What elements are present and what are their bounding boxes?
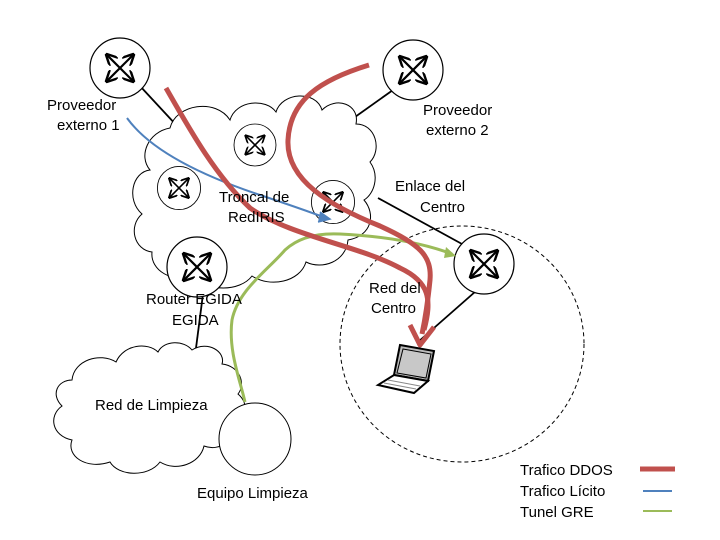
label-proveedor2-l2: externo 2 <box>426 122 489 139</box>
trafico-ddos-path-1 <box>163 86 431 331</box>
legend-label-licito: Trafico Lícito <box>520 483 605 500</box>
tunel-gre-arrow <box>444 247 456 258</box>
legend-label-gre: Tunel GRE <box>520 504 594 521</box>
label-router-egida-l1: Router EGIDA <box>146 291 242 308</box>
label-router-egida-l2: EGIDA <box>172 312 219 329</box>
label-enlace-l2: Centro <box>420 199 465 216</box>
legend: Trafico DDOS Trafico Lícito Tunel GRE <box>520 462 675 521</box>
trafico-licito-arrow <box>317 211 332 223</box>
link-egida-limpieza <box>195 293 204 349</box>
label-proveedor2-l1: Proveedor <box>423 102 492 119</box>
router-proveedor1 <box>90 38 150 98</box>
router-troncal-left <box>157 166 200 209</box>
label-troncal-l1: Troncal de <box>219 189 289 206</box>
red-centro-region <box>339 225 585 463</box>
equipo-limpieza-node <box>218 402 292 476</box>
label-red-limpieza: Red de Limpieza <box>95 397 208 414</box>
label-equipo-limpieza: Equipo Limpieza <box>197 485 309 502</box>
laptop-icon <box>375 343 436 395</box>
router-centro <box>454 234 514 294</box>
link-enlace-centro <box>377 197 463 245</box>
tunel-gre-path <box>229 232 453 403</box>
router-troncal-top <box>234 124 276 166</box>
router-egida <box>167 237 227 297</box>
label-troncal-l2: RedIRIS <box>228 209 285 226</box>
label-proveedor1-l2: externo 1 <box>57 117 120 134</box>
label-red-centro-l2: Centro <box>371 300 416 317</box>
legend-label-ddos: Trafico DDOS <box>520 462 613 479</box>
link-proveedor1 <box>139 85 179 128</box>
label-proveedor1-l1: Proveedor <box>47 97 116 114</box>
label-enlace-l1: Enlace del <box>395 178 465 195</box>
label-red-centro-l1: Red del <box>369 280 421 297</box>
router-proveedor2 <box>383 40 443 100</box>
trafico-licito-path <box>126 117 327 219</box>
trafico-ddos-arrow <box>407 323 436 348</box>
trafico-ddos-path-2 <box>285 62 433 335</box>
